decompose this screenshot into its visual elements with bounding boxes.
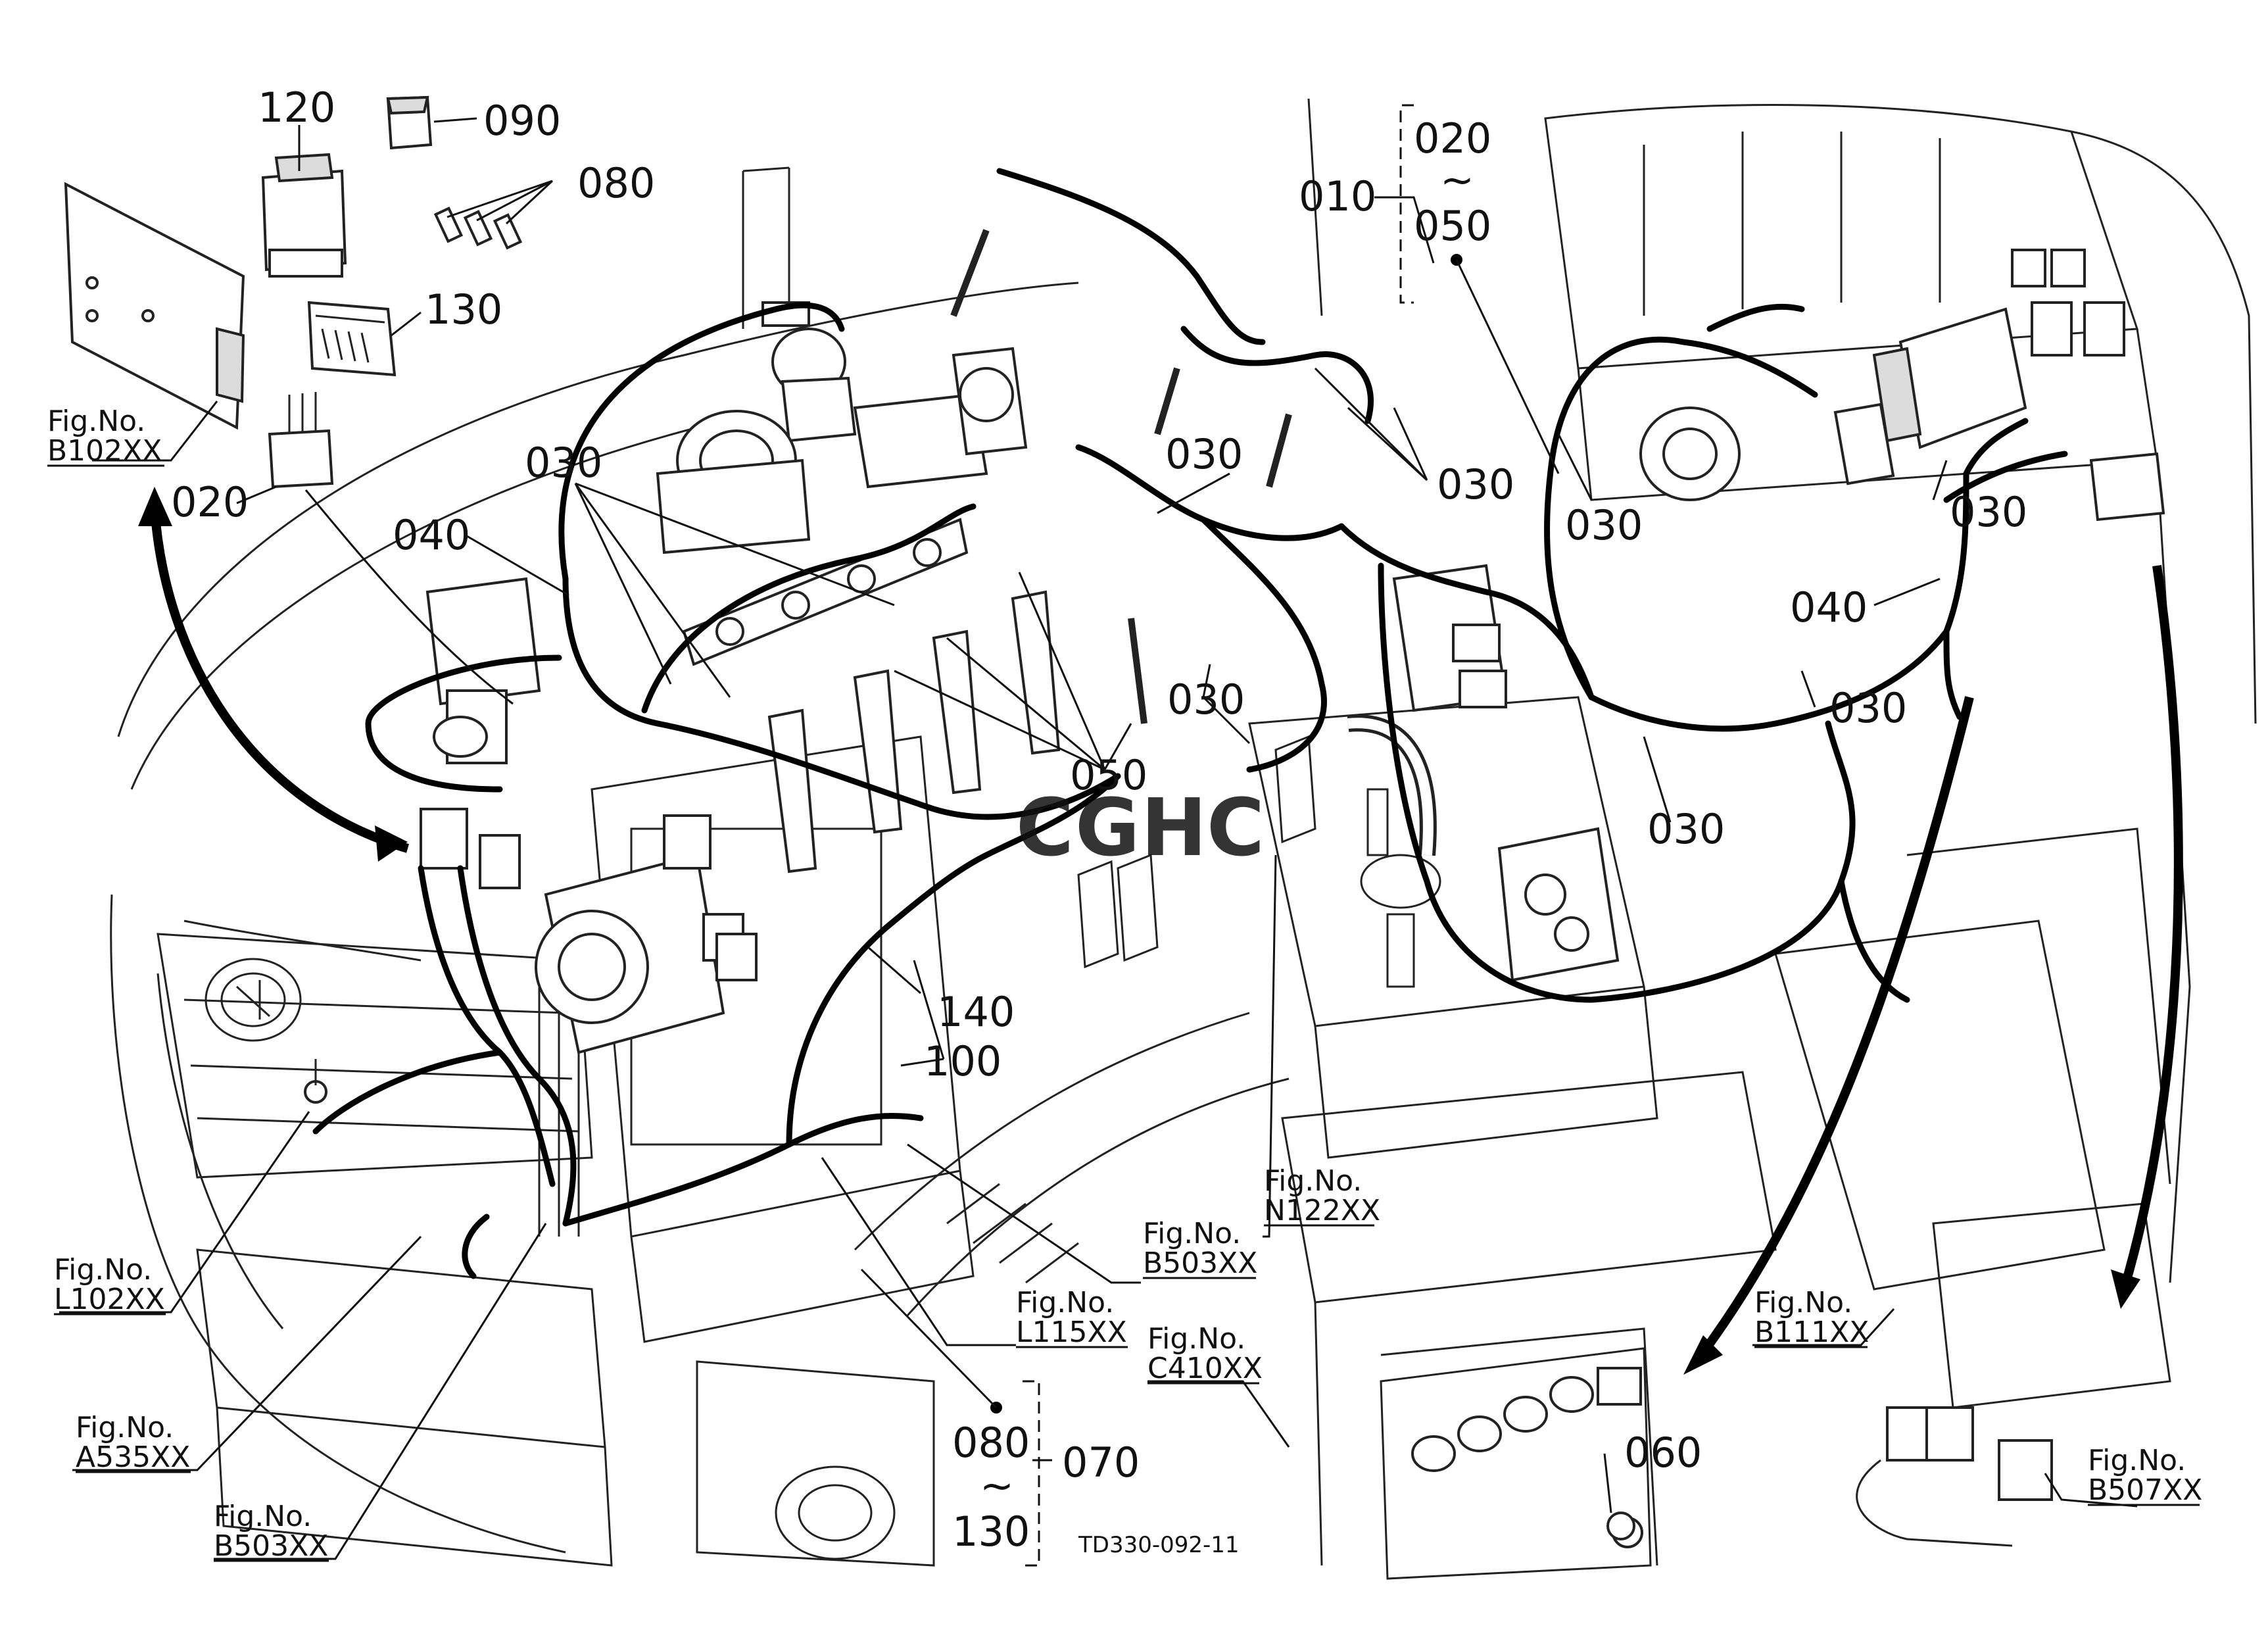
glow-plugs: [950, 229, 1292, 724]
watermark-letter: C: [1207, 783, 1265, 874]
fuse-box-130: [307, 301, 397, 377]
fig-code: B503XX: [1143, 1246, 1257, 1280]
fig-ref-b102xx: Fig.No. B102XX: [47, 405, 164, 468]
fig-ref-l115xx: Fig.No. L115XX: [1016, 1286, 1128, 1349]
fig-label: Fig.No.: [76, 1411, 174, 1444]
callout-020: 020: [171, 478, 249, 526]
fig-code: B102XX: [47, 434, 162, 468]
drawing-code: TD330-092-11: [1078, 1532, 1240, 1558]
relay-panel-bottom-right: [1856, 1202, 2171, 1547]
callout-100: 100: [924, 1037, 1001, 1085]
callout-120: 120: [258, 84, 335, 132]
part-number-callouts: 120 090 080 130 020 040 030 030 030 030 …: [171, 84, 2027, 1556]
callout-010: 010: [1299, 172, 1376, 220]
egr-valve: [853, 347, 1028, 489]
solenoid-valves: [1392, 406, 1741, 712]
fig-code: L102XX: [54, 1283, 165, 1316]
callout-030: 030: [525, 439, 602, 487]
reference-arrows: [138, 487, 2183, 1375]
callout-060: 060: [1624, 1429, 1702, 1477]
fig-label: Fig.No.: [1147, 1322, 1245, 1356]
fig-ref-l102xx: Fig.No. L102XX: [54, 1253, 166, 1316]
fig-ref-b503xx-right: Fig.No. B503XX: [1143, 1217, 1257, 1280]
hp-pump-left: [425, 577, 541, 764]
muffler-slots: [946, 1183, 1079, 1284]
callout-030: 030: [1437, 460, 1514, 508]
fig-ref-c410xx: Fig.No. C410XX: [1147, 1322, 1263, 1385]
watermark-letter: G: [1075, 783, 1140, 874]
supply-pump: [535, 814, 758, 1054]
callout-030: 030: [1165, 430, 1243, 478]
watermark-letter: H: [1141, 783, 1207, 874]
battery-cable-terminals: [1380, 1347, 1652, 1580]
fuel-filter-head: [761, 301, 857, 443]
fig-code: N122XX: [1264, 1194, 1380, 1227]
relays-top-right: [2011, 249, 2165, 522]
callout-140: 140: [937, 988, 1015, 1036]
relay-020: [268, 392, 334, 489]
control-valve-block: [1497, 827, 1620, 982]
callout-040: 040: [393, 511, 470, 559]
callout-050: 050: [1414, 202, 1491, 250]
fig-ref-b507xx: Fig.No. B507XX: [2088, 1444, 2202, 1507]
callout-030: 030: [1565, 501, 1643, 549]
fuse-board-bracket: [64, 182, 245, 430]
callout-030: 030: [1829, 684, 1907, 732]
callout-020: 020: [1414, 114, 1491, 162]
fig-leader-lines: [59, 401, 2138, 1560]
callout-090: 090: [483, 97, 561, 145]
fuses-080: [433, 207, 523, 250]
fig-label: Fig.No.: [54, 1253, 152, 1287]
hose-loop: [1347, 714, 1441, 909]
callout-080: 080: [577, 159, 655, 207]
fig-label: Fig.No.: [2088, 1444, 2186, 1477]
fig-code: B111XX: [1754, 1315, 1869, 1349]
ecu-unit: [1833, 307, 2027, 485]
fig-code: L115XX: [1016, 1315, 1127, 1349]
watermark-logo: C G H C: [1016, 783, 1265, 874]
fig-label: Fig.No.: [1754, 1286, 1852, 1319]
figure-references: Fig.No. B102XX Fig.No. L102XX Fig.No. A5…: [47, 405, 2202, 1563]
injectors-050: [767, 590, 1061, 873]
starter-relays-left: [420, 808, 521, 889]
fig-label: Fig.No.: [1143, 1217, 1241, 1250]
fig-code: B503XX: [214, 1529, 328, 1563]
fig-ref-n122xx: Fig.No. N122XX: [1264, 1164, 1380, 1227]
fig-ref-a535xx: Fig.No. A535XX: [76, 1411, 191, 1474]
springs: [1077, 735, 1415, 988]
callout-070: 070: [1062, 1438, 1140, 1487]
fig-ref-b111xx: Fig.No. B111XX: [1754, 1286, 1869, 1349]
fig-label: Fig.No.: [214, 1500, 312, 1533]
fig-code: C410XX: [1147, 1352, 1263, 1385]
relay-block-120: [261, 153, 347, 278]
fig-ref-b503xx: Fig.No. B503XX: [214, 1500, 329, 1563]
fig-label: Fig.No.: [1264, 1164, 1362, 1198]
fig-code: B507XX: [2088, 1473, 2202, 1507]
callout-130: 130: [425, 285, 502, 333]
callout-030: 030: [1950, 488, 2027, 536]
fig-label: Fig.No.: [1016, 1286, 1114, 1319]
relay-090: [386, 95, 433, 150]
components: [64, 95, 2171, 1580]
ground-bolts: [304, 1059, 1635, 1540]
callout-040: 040: [1790, 583, 1868, 631]
callout-030: 030: [1167, 676, 1245, 724]
leader-lines: [236, 117, 1948, 1513]
range-tilde: ~: [980, 1462, 1014, 1510]
range-tilde: ~: [1440, 156, 1474, 204]
watermark-letter: C: [1016, 783, 1074, 874]
callout-050: 050: [1070, 751, 1147, 799]
callout-080: 080: [952, 1419, 1030, 1467]
callout-030: 030: [1647, 805, 1725, 853]
range-brackets: [860, 104, 1560, 1567]
fig-code: A535XX: [76, 1440, 190, 1474]
callout-130: 130: [952, 1508, 1030, 1556]
main-wiring-harness: [312, 168, 2068, 1279]
fig-label: Fig.No.: [47, 405, 145, 438]
